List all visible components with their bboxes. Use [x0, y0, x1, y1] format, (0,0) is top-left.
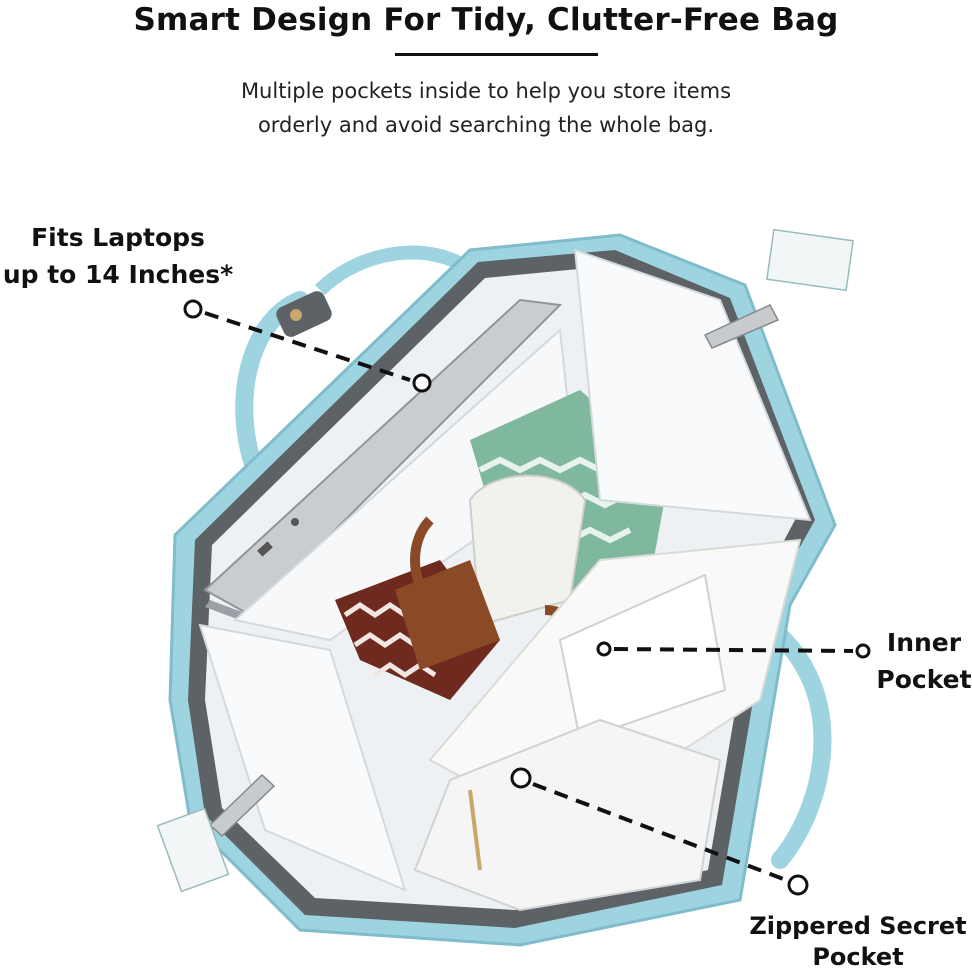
subtitle-line-1: Multiple pockets inside to help you stor…: [240, 79, 732, 103]
callout-laptop-line-1: Fits Laptops: [31, 223, 205, 252]
subtitle: Multiple pockets inside to help you stor…: [0, 74, 972, 142]
callout-laptop-leader: [183, 299, 432, 393]
bag-handle-right: [751, 611, 832, 869]
title-underline: [395, 53, 598, 56]
snap-button: [290, 309, 302, 321]
zippered-pocket-panel: [413, 718, 722, 912]
callout-inner-line-1: Inner: [886, 628, 962, 657]
callout-zipper-leader: [510, 767, 809, 896]
zipper-pull-bottom-icon: [208, 773, 276, 838]
baby-bottle: [395, 474, 587, 670]
callout-zipper-line-1: Zippered Secret: [749, 912, 967, 940]
zipper-tag-bottom: [156, 807, 230, 893]
callout-zipper-line-2: Pocket: [812, 943, 904, 971]
bag-handle-top: [315, 245, 475, 296]
zipper-tag-top: [766, 228, 854, 292]
snap-tab: [276, 291, 332, 337]
callout-inner-leader: [596, 641, 871, 659]
zipper-pull-top-icon: [703, 304, 780, 349]
subtitle-line-2: orderly and avoid searching the whole ba…: [257, 113, 715, 137]
callout-inner-line-2: Pocket: [876, 665, 972, 694]
lining-flap-left: [198, 623, 407, 892]
callout-zipper-label: Zippered Secret Pocket: [744, 911, 972, 973]
lining-flap-right: [573, 248, 812, 522]
page-title: Smart Design For Tidy, Clutter-Free Bag: [133, 2, 839, 38]
zipper-line: [468, 789, 482, 871]
callout-inner-label: Inner Pocket: [876, 624, 972, 698]
wipes-pack: [558, 573, 727, 742]
callout-laptop-line-2: up to 14 Inches*: [2, 260, 234, 289]
callout-laptop-label: Fits Laptops up to 14 Inches*: [0, 219, 236, 293]
